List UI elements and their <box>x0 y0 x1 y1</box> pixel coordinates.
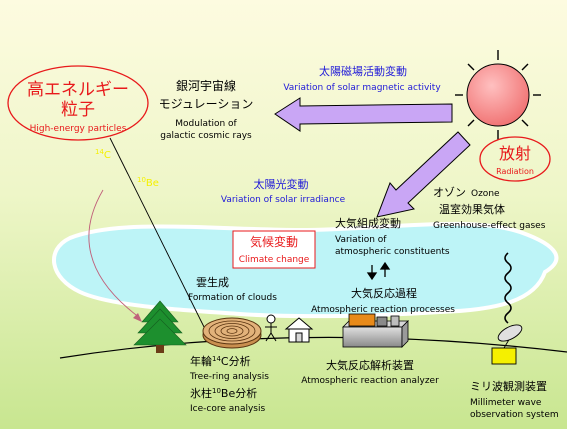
tree-icon <box>133 300 187 353</box>
ice-core-jp-mass: 10 <box>212 387 221 395</box>
solar-irradiance-arrow <box>376 131 471 218</box>
ozone-label: オゾン Ozone <box>433 186 500 199</box>
person-icon <box>265 314 277 342</box>
tree-ring-jp: 年輪14C分析 <box>190 354 251 368</box>
climate-change-box <box>232 230 316 269</box>
be10-mass: 10 <box>137 176 146 184</box>
c14-mass: 14 <box>95 148 104 156</box>
high-energy-jp2: 粒子 <box>61 100 95 120</box>
be10-label: 10Be <box>137 176 159 189</box>
c14-label: 14C <box>95 148 111 161</box>
climate-change-jp: 気候変動 <box>250 234 298 249</box>
atm-reaction-jp: 大気反応過程 <box>351 286 417 300</box>
tree-ring-jp-mass: 14 <box>212 355 221 363</box>
tree-ring-en: Tree-ring analysis <box>189 372 269 382</box>
cosmic-jp1: 銀河宇宙線 <box>176 78 236 93</box>
c14-arrowhead <box>133 313 142 322</box>
tree-ring-jp-b: C分析 <box>221 354 251 368</box>
solar-magnetic-jp: 太陽磁場活動変動 <box>319 64 407 78</box>
solar-magnetic-arrow <box>274 97 453 132</box>
clouds-en: Formation of clouds <box>188 293 277 303</box>
solar-irradiance-en: Variation of solar irradiance <box>221 195 346 205</box>
ice-core-jp-b: Be分析 <box>221 386 257 400</box>
dish-antenna-icon <box>491 324 523 365</box>
ozone-en: Ozone <box>471 189 500 199</box>
solar-magnetic-en: Variation of solar magnetic activity <box>283 83 441 93</box>
analyzer-jp: 大気反応解析装置 <box>326 358 414 372</box>
high-energy-ellipse <box>7 65 149 141</box>
radiation-ellipse <box>479 136 551 182</box>
radiation-en: Radiation <box>496 167 534 176</box>
cosmic-jp2: モジュレーション <box>159 97 254 111</box>
clouds-jp: 雲生成 <box>196 275 229 289</box>
climate-change-en: Climate change <box>239 255 310 265</box>
high-energy-en: High-energy particles <box>30 124 127 134</box>
mm-wave-en1: Millimeter wave <box>470 398 542 408</box>
be10-line <box>109 137 209 336</box>
cosmic-en2: galactic cosmic rays <box>160 131 252 141</box>
be10-symbol: Be <box>146 178 159 189</box>
atm-constituents-en1: Variation of <box>335 235 387 245</box>
mm-wave-jp: ミリ波観測装置 <box>470 379 547 393</box>
ozone-jp: オゾン <box>433 186 466 199</box>
analyzer-en: Atmospheric reaction analyzer <box>301 376 439 386</box>
exchange-arrows-icon <box>366 261 391 281</box>
sun-icon <box>455 50 541 140</box>
cosmic-en1: Modulation of <box>175 119 237 129</box>
solar-irradiance-jp: 太陽光変動 <box>254 177 309 191</box>
atm-constituents-jp: 大気組成変動 <box>335 216 401 230</box>
tree-ring-icon <box>202 317 262 349</box>
ice-core-jp-a: 氷柱 <box>190 386 212 400</box>
wave-icon <box>504 252 512 324</box>
ice-core-en: Ice-core analysis <box>190 404 265 414</box>
atm-constituents-en2: atmospheric constituents <box>335 247 450 257</box>
house-icon <box>284 317 314 343</box>
analyzer-icon <box>342 313 409 348</box>
high-energy-jp: 高エネルギー <box>27 80 129 100</box>
atm-reaction-en: Atmospheric reaction processes <box>311 305 455 315</box>
ghg-jp: 温室効果気体 <box>439 202 505 216</box>
c14-curve <box>88 189 141 319</box>
radiation-jp: 放射 <box>499 144 531 163</box>
c14-symbol: C <box>104 150 111 161</box>
ice-core-jp: 氷柱10Be分析 <box>190 386 257 400</box>
tree-ring-jp-a: 年輪 <box>190 354 212 368</box>
ghg-en: Greenhouse-effect gases <box>433 221 546 231</box>
mm-wave-en2: observation system <box>470 410 559 420</box>
